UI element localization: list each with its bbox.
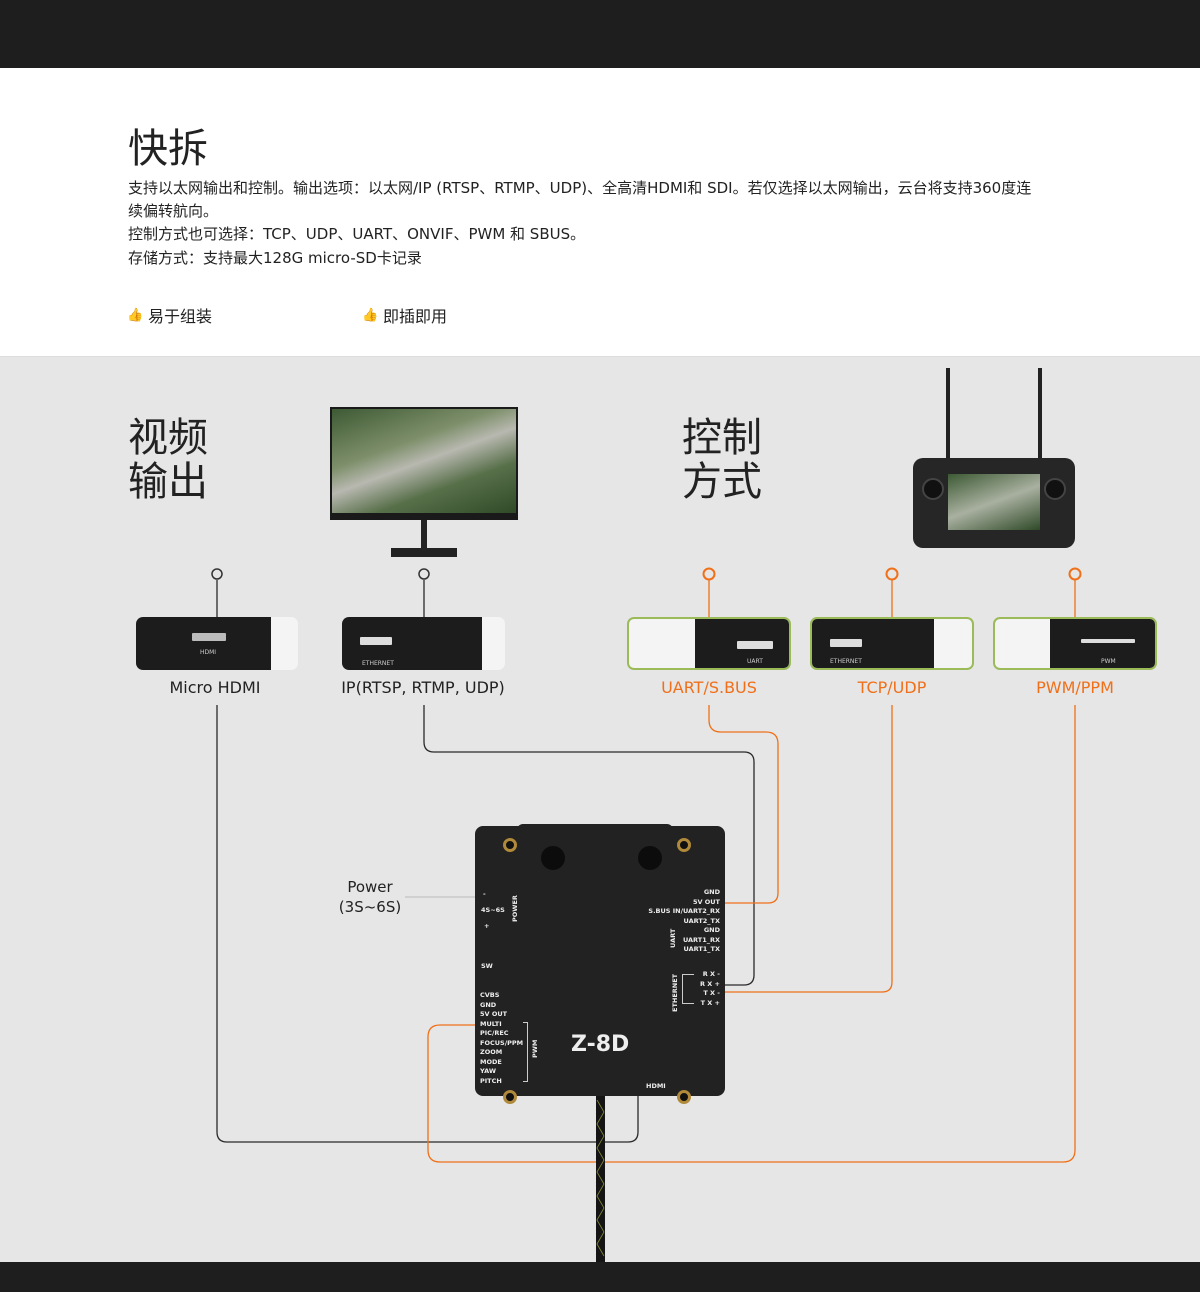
model-name: Z-8D	[571, 1032, 630, 1057]
power-port-label: POWER	[511, 895, 519, 922]
ethernet-port-panel: ETHERNET	[342, 617, 505, 670]
pin-label: 5V OUT	[692, 897, 720, 906]
feature-label: 易于组装	[148, 307, 213, 326]
feature-plug-and-play: 👍即插即用	[362, 303, 447, 327]
feature-easy-assembly: 👍易于组装	[127, 303, 212, 327]
pin-label: T X -	[703, 989, 720, 997]
pin-label: CVBS	[480, 991, 500, 999]
pin-label: R X +	[700, 979, 720, 988]
port-label: HDMI	[200, 649, 217, 656]
pin-label: 4S~6S	[481, 906, 505, 914]
pin-label: +	[484, 922, 490, 930]
heading-line: 方式	[682, 459, 762, 505]
video-output-heading: 视频输出	[128, 416, 208, 504]
port-label: UART	[747, 658, 763, 665]
pin-label: T X +	[700, 998, 720, 1007]
monitor-image	[330, 407, 518, 520]
pin-label: MODE	[480, 1057, 502, 1066]
feature-label: 即插即用	[383, 307, 448, 326]
antenna	[1038, 368, 1042, 463]
pin-label: UART2_TX	[683, 916, 720, 925]
pin-label: FOCUS/PPM	[480, 1038, 524, 1047]
thumbs-up-icon: 👍	[127, 307, 144, 323]
pin-label: GND	[480, 1000, 497, 1009]
heading-line: 输出	[128, 459, 208, 505]
description-line: 支持以太网输出和控制。输出选项：以太网/IP (RTSP、RTMP、UDP)、全…	[128, 179, 1032, 197]
pin-label: S.BUS IN/UART2_RX	[648, 907, 720, 915]
pin-label: R X -	[702, 970, 720, 978]
pin-label: GND	[703, 926, 720, 934]
antenna	[946, 368, 950, 463]
power-label-line: (3S~6S)	[338, 898, 402, 916]
port-label: ETHERNET	[362, 660, 394, 667]
ip-output-label: IP(RTSP, RTMP, UDP)	[341, 678, 505, 697]
uart-sbus-label: UART/S.BUS	[661, 678, 757, 697]
right-pin-list: GND 5V OUT S.BUS IN/UART2_RX UART2_TX GN…	[648, 888, 720, 955]
micro-hdmi-port-panel: HDMI	[136, 617, 298, 670]
section-title: 快拆	[128, 126, 208, 172]
hdmi-port-label: HDMI	[646, 1082, 666, 1090]
uart-group-label: UART	[669, 928, 677, 948]
pwm-ppm-label: PWM/PPM	[1036, 678, 1114, 697]
pwm-group-label: PWM	[531, 1039, 539, 1058]
tcp-udp-port-panel: ETHERNET	[810, 617, 974, 670]
heading-line: 控制	[682, 415, 762, 461]
pin-label: YAW	[480, 1067, 496, 1075]
pin-label: PITCH	[480, 1076, 502, 1085]
power-label: Power (3S~6S)	[330, 877, 410, 917]
pin-label: UART1_TX	[683, 945, 720, 953]
pin-label: PIC/REC	[480, 1029, 509, 1037]
pin-label: -	[483, 890, 486, 898]
ethernet-pin-list: R X - R X + T X - T X +	[700, 970, 720, 1008]
left-pin-list: CVBS GND 5V OUT MULTI PIC/REC FOCUS/PPM …	[480, 991, 523, 1086]
port-label: ETHERNET	[830, 658, 862, 665]
remote-controller-image	[913, 458, 1075, 548]
monitor-stand	[421, 520, 427, 548]
intro-section	[0, 68, 1200, 357]
pin-label: UART1_RX	[682, 935, 720, 944]
description-line: 续偏转航向。	[128, 202, 219, 220]
bottom-bar	[0, 1262, 1200, 1292]
thumbs-up-icon: 👍	[362, 307, 379, 323]
description-line: 控制方式也可选择：TCP、UDP、UART、ONVIF、PWM 和 SBUS。	[128, 225, 586, 243]
uart-port-panel: UART	[627, 617, 791, 670]
description-line: 存储方式：支持最大128G micro-SD卡记录	[128, 249, 422, 267]
power-label-line: Power	[347, 878, 393, 896]
sw-label: SW	[481, 962, 493, 970]
top-bar	[0, 0, 1200, 68]
pwm-port-panel: PWM	[993, 617, 1157, 670]
port-label: PWM	[1101, 658, 1116, 665]
ethernet-group-label: ETHERNET	[671, 973, 679, 1012]
tcp-udp-label: TCP/UDP	[857, 678, 927, 697]
pin-label: MULTI	[480, 1019, 502, 1028]
heading-line: 视频	[128, 415, 208, 461]
control-method-heading: 控制方式	[682, 416, 762, 504]
pin-label: GND	[703, 888, 720, 896]
pin-label: ZOOM	[480, 1048, 503, 1056]
pin-label: 5V OUT	[480, 1010, 508, 1018]
z-8d-controller-board: - 4S~6S + POWER SW CVBS GND 5V OUT MULTI…	[475, 824, 725, 1104]
micro-hdmi-label: Micro HDMI	[169, 678, 261, 697]
monitor-base	[391, 548, 457, 557]
